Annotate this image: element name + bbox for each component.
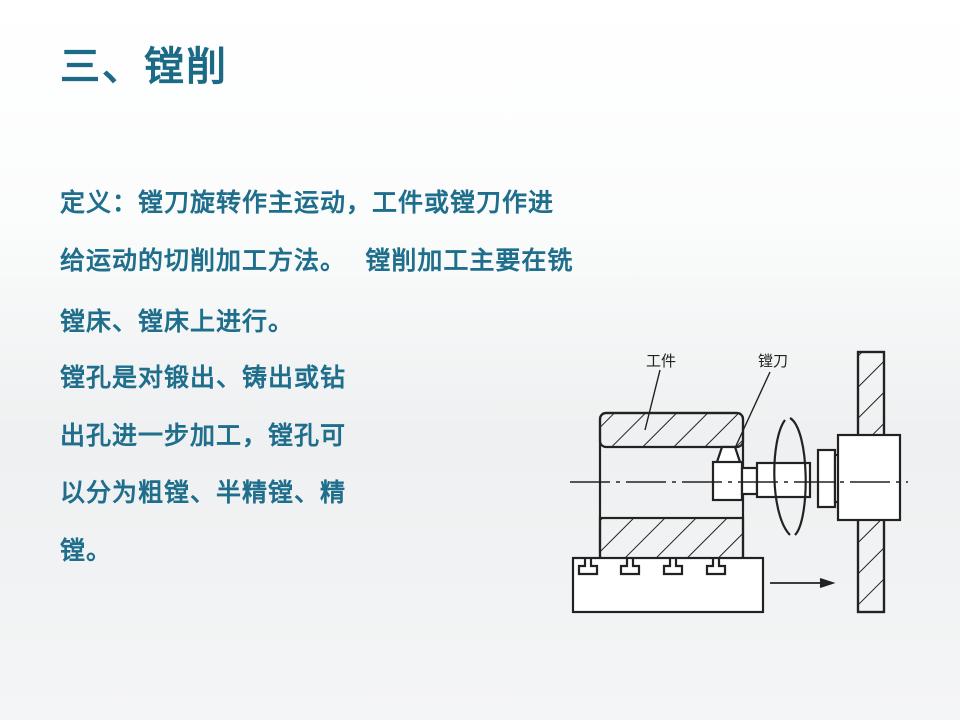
body-line: 给运动的切削加工方法。 镗削加工主要在铣 (60, 246, 574, 275)
body-line: 镗。 (60, 536, 113, 565)
label-boring-tool: 镗刀 (758, 352, 788, 370)
machine-table (571, 556, 765, 614)
body-line: 以分为粗镗、半精镗、精 (60, 478, 347, 507)
body-line: 定义：镗刀旋转作主运动，工件或镗刀作进 (60, 188, 555, 217)
slide-title: 三、镗削 (60, 44, 228, 90)
label-workpiece: 工件 (646, 352, 676, 370)
workpiece (598, 411, 745, 564)
body-line: 出孔进一步加工，镗孔可 (60, 421, 347, 450)
rotation-arrow (773, 417, 807, 536)
body-line: 镗孔是对锻出、铸出或钻 (60, 363, 347, 392)
body-line: 镗床、镗床上进行。 (60, 307, 295, 336)
